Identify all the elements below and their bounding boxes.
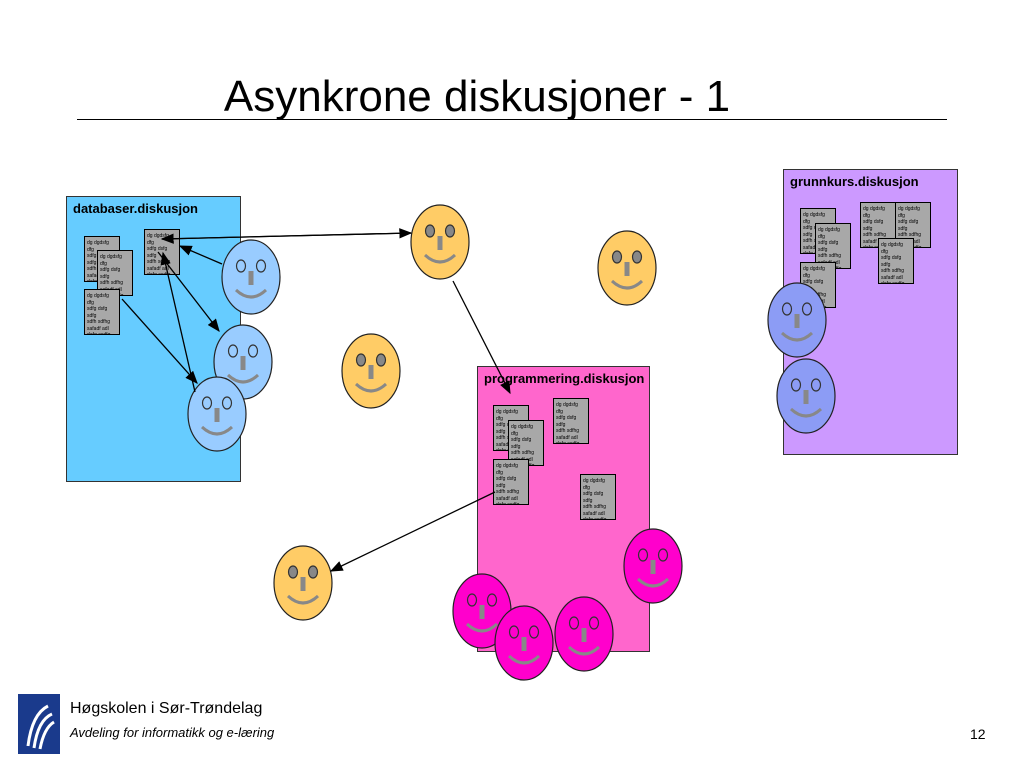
panel-grunnkurs-title: grunnkurs.diskusjon bbox=[790, 174, 919, 189]
panel-databaser-title: databaser.diskusjon bbox=[73, 201, 198, 216]
participant-face-icon bbox=[554, 596, 614, 672]
footer-organization: Høgskolen i Sør-Trøndelag bbox=[70, 700, 263, 717]
post-note[interactable]: dg dgdsfg dfg sdfg dsfg sdfg sdfh sdfhg … bbox=[580, 474, 616, 520]
arrow bbox=[160, 251, 196, 393]
page-number: 12 bbox=[970, 726, 986, 742]
participant-face-icon bbox=[494, 605, 554, 681]
participant-face-icon bbox=[623, 528, 683, 604]
panel-programmering-title: programmering.diskusjon bbox=[484, 371, 645, 386]
participant-face-icon bbox=[767, 282, 827, 358]
school-logo bbox=[18, 694, 60, 754]
arrow bbox=[178, 245, 223, 265]
arrow bbox=[157, 251, 220, 333]
title-divider bbox=[77, 119, 947, 120]
participant-face-icon bbox=[597, 230, 657, 306]
participant-face-icon bbox=[273, 545, 333, 621]
arrow bbox=[161, 228, 413, 240]
post-note[interactable]: dg dgdsfg dfg sdfg dsfg sdfg sdfh sdfhg … bbox=[878, 238, 914, 284]
participant-face-icon bbox=[221, 239, 281, 315]
post-note[interactable]: dg dgdsfg dfg sdfg dsfg sdfg sdfh sdfhg … bbox=[553, 398, 589, 444]
footer-department: Avdeling for informatikk og e-læring bbox=[70, 725, 275, 740]
arrow bbox=[329, 491, 496, 572]
post-note[interactable]: dg dgdsfg dfg sdfg dsfg sdfg sdfh sdfhg … bbox=[508, 420, 544, 466]
participant-face-icon bbox=[341, 333, 401, 409]
arrow bbox=[452, 280, 511, 395]
slide-title: Asynkrone diskusjoner - 1 bbox=[223, 72, 731, 121]
post-note[interactable]: dg dgdsfg dfg sdfg dsfg sdfg sdfh sdfhg … bbox=[84, 289, 120, 335]
participant-face-icon bbox=[776, 358, 836, 434]
arrow bbox=[121, 298, 198, 384]
participant-face-icon bbox=[187, 376, 247, 452]
participant-face-icon bbox=[410, 204, 470, 280]
post-note[interactable]: dg dgdsfg dfg sdfg dsfg sdfg sdfh sdfhg … bbox=[493, 459, 529, 505]
